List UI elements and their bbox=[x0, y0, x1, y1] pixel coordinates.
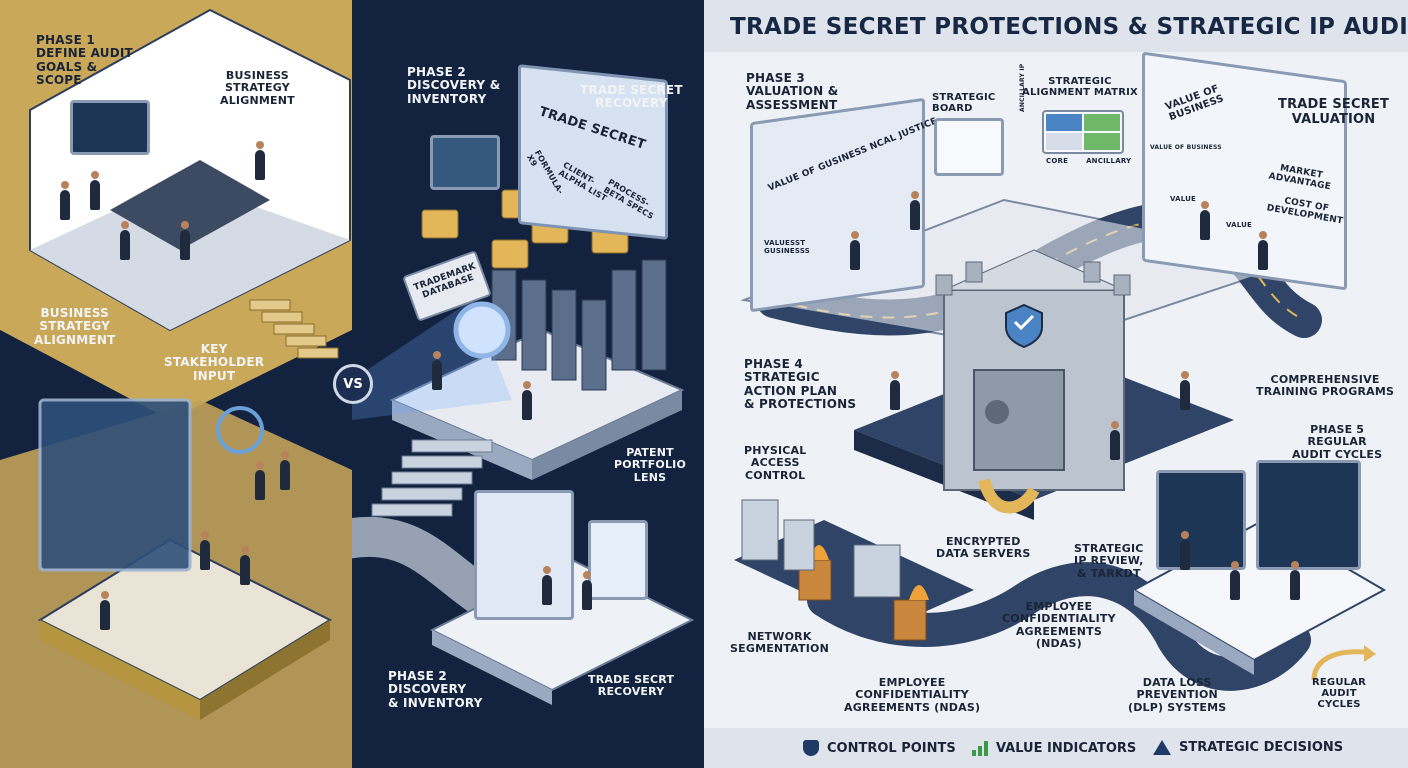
lower-monitor bbox=[474, 490, 574, 620]
legend-strategic-decisions: STRATEGIC DECISIONS bbox=[1153, 740, 1343, 755]
person-icon bbox=[542, 566, 552, 605]
person-icon bbox=[582, 571, 592, 610]
valuation-axis-label: VALUE OF BUSINESS bbox=[1150, 144, 1222, 151]
person-icon bbox=[1200, 201, 1210, 240]
board-screen bbox=[70, 100, 150, 155]
person-icon bbox=[280, 451, 290, 490]
person-icon bbox=[1258, 231, 1268, 270]
page-title: TRADE SECRET PROTECTIONS & STRATEGIC IP … bbox=[730, 14, 1408, 40]
phase5-monitor bbox=[1156, 470, 1246, 570]
valuation-axis-label: VALUE bbox=[1170, 195, 1197, 203]
person-icon bbox=[100, 591, 110, 630]
person-icon bbox=[432, 351, 442, 390]
valuation-axis-label: VALUE bbox=[1226, 221, 1253, 229]
header-bar bbox=[704, 0, 1408, 52]
person-icon bbox=[255, 141, 265, 180]
alignment-matrix bbox=[1042, 110, 1124, 154]
person-icon bbox=[255, 461, 265, 500]
legend-bar bbox=[704, 728, 1408, 768]
person-icon bbox=[240, 546, 250, 585]
person-icon bbox=[1180, 531, 1190, 570]
left-panel-artwork bbox=[0, 0, 352, 768]
right-panel: TRADE SECRET PROTECTIONS & STRATEGIC IP … bbox=[704, 0, 1408, 768]
person-icon bbox=[90, 171, 100, 210]
shield-icon bbox=[803, 740, 819, 756]
person-icon bbox=[1290, 561, 1300, 600]
person-icon bbox=[120, 221, 130, 260]
person-icon bbox=[1230, 561, 1240, 600]
person-icon bbox=[850, 231, 860, 270]
middle-panel: TRADE SECRET FORMULA-X9 CLIENT-ALPHA LIS… bbox=[352, 0, 704, 768]
phase5-monitor-gauge bbox=[1256, 460, 1361, 570]
person-icon bbox=[910, 191, 920, 230]
person-icon bbox=[200, 531, 210, 570]
legend-control-points: CONTROL POINTS bbox=[803, 740, 956, 756]
vs-badge: VS bbox=[333, 364, 373, 404]
strategic-board-chart bbox=[934, 118, 1004, 176]
person-icon bbox=[890, 371, 900, 410]
legend-value-indicators: VALUE INDICATORS bbox=[972, 740, 1136, 756]
fingerprint-screen bbox=[430, 135, 500, 190]
bar-chart-icon bbox=[972, 740, 988, 756]
lower-monitor-small bbox=[588, 520, 648, 600]
person-icon bbox=[1180, 371, 1190, 410]
person-icon bbox=[1110, 421, 1120, 460]
person-icon bbox=[522, 381, 532, 420]
person-icon bbox=[60, 181, 70, 220]
person-icon bbox=[180, 221, 190, 260]
triangle-icon bbox=[1153, 740, 1171, 755]
